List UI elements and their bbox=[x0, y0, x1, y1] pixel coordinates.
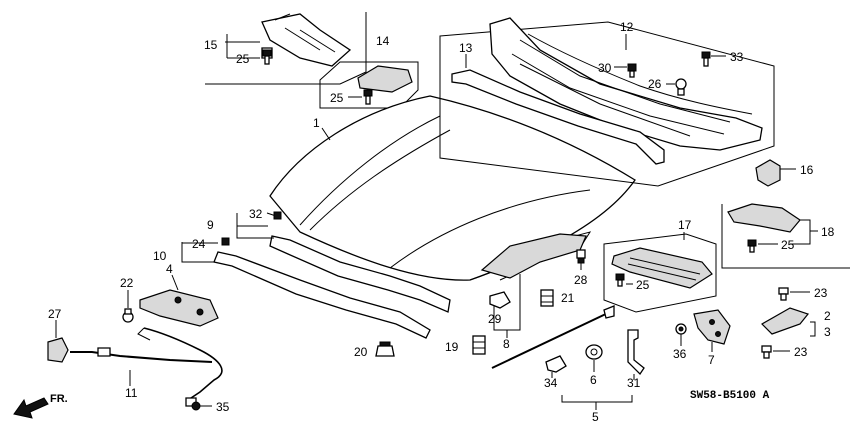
hood-bumper-bracket-14 bbox=[357, 65, 413, 93]
clip-icon bbox=[627, 63, 637, 78]
label-29: 29 bbox=[488, 312, 502, 326]
label-6: 6 bbox=[590, 373, 597, 387]
seal-bracket-18 bbox=[727, 203, 801, 233]
label-18: 18 bbox=[821, 225, 835, 239]
hood-seal-lower-10 bbox=[213, 251, 431, 339]
label-16: 16 bbox=[800, 163, 814, 177]
cowl-top-12 bbox=[489, 17, 763, 151]
label-10: 10 bbox=[153, 249, 167, 263]
group-frame-17 bbox=[603, 233, 717, 313]
label-11: 11 bbox=[125, 386, 138, 400]
hood-seal-bracket-15 bbox=[261, 13, 352, 67]
hood-prop-rod-holder-29 bbox=[489, 291, 511, 309]
hood-insulator-stay-8 bbox=[480, 233, 587, 279]
label-27: 27 bbox=[48, 307, 62, 321]
label-17: 17 bbox=[678, 218, 692, 232]
bumper-19 bbox=[472, 335, 486, 355]
group-frame-12 bbox=[439, 21, 775, 187]
clip-icon bbox=[701, 51, 711, 67]
label-22: 22 bbox=[120, 276, 134, 290]
hood-bumper-20 bbox=[375, 341, 395, 357]
label-3: 3 bbox=[824, 325, 831, 339]
label-23: 23 bbox=[814, 286, 828, 300]
holder-34 bbox=[545, 355, 567, 373]
bumper-21 bbox=[540, 289, 554, 307]
label-32: 32 bbox=[249, 207, 263, 221]
front-direction-arrow-icon bbox=[13, 397, 49, 419]
bolt-icon bbox=[761, 345, 772, 359]
label-1: 1 bbox=[313, 116, 320, 130]
seal-bracket-17 bbox=[611, 247, 713, 289]
bolt-icon bbox=[778, 287, 789, 301]
clip-icon bbox=[221, 211, 282, 246]
group-frame-14 bbox=[319, 61, 419, 109]
label-20: 20 bbox=[354, 345, 368, 359]
bolt-icon bbox=[122, 308, 134, 323]
release-cable-11 bbox=[70, 327, 223, 407]
bracket-2-3 bbox=[810, 321, 816, 337]
nut-36 bbox=[675, 323, 687, 335]
hood-support-rod-5 bbox=[491, 305, 615, 369]
label-7: 7 bbox=[708, 353, 715, 367]
leader-4 bbox=[171, 274, 179, 291]
label-9: 9 bbox=[207, 218, 214, 232]
label-23: 23 bbox=[794, 345, 808, 359]
bracket-16 bbox=[755, 159, 781, 187]
label-8: 8 bbox=[503, 337, 510, 351]
label-34: 34 bbox=[544, 376, 558, 390]
label-36: 36 bbox=[673, 347, 687, 361]
label-21: 21 bbox=[561, 291, 575, 305]
clip-icon bbox=[675, 78, 687, 96]
label-28: 28 bbox=[574, 273, 588, 287]
bracket-10 bbox=[181, 242, 214, 263]
label-4: 4 bbox=[166, 262, 173, 276]
hood-latch-4 bbox=[139, 289, 219, 327]
label-25: 25 bbox=[330, 91, 344, 105]
label-24: 24 bbox=[192, 237, 206, 251]
bracket-18 bbox=[790, 219, 811, 245]
label-5: 5 bbox=[592, 410, 599, 424]
bracket-9 bbox=[236, 213, 274, 239]
label-25: 25 bbox=[636, 278, 650, 292]
group-frame-15 bbox=[205, 12, 367, 85]
bracket-5 bbox=[561, 395, 633, 403]
clip-icon bbox=[262, 49, 272, 65]
label-25: 25 bbox=[781, 238, 795, 252]
label-26: 26 bbox=[648, 77, 662, 91]
clip-icon bbox=[363, 89, 373, 105]
hood-hinge-7 bbox=[693, 309, 731, 345]
label-19: 19 bbox=[445, 340, 459, 354]
clip-icon bbox=[615, 273, 625, 287]
hood-hinge-2-3 bbox=[761, 307, 810, 335]
label-2: 2 bbox=[824, 309, 831, 323]
weatherstrip-13 bbox=[451, 69, 665, 165]
clip-icon bbox=[576, 249, 586, 264]
group-frame-18 bbox=[721, 204, 850, 269]
leader-1 bbox=[321, 127, 331, 141]
hood-seal-upper-9 bbox=[269, 235, 451, 313]
label-30: 30 bbox=[598, 61, 612, 75]
holder-31 bbox=[627, 329, 645, 376]
grommet-6 bbox=[585, 344, 603, 360]
part-labels: 15 25 14 25 1 12 13 30 26 33 16 9 32 24 … bbox=[48, 20, 835, 424]
label-15: 15 bbox=[204, 38, 218, 52]
label-35: 35 bbox=[216, 400, 230, 414]
label-31: 31 bbox=[627, 376, 641, 390]
clip-icon bbox=[747, 239, 757, 253]
label-25: 25 bbox=[236, 52, 250, 66]
label-33: 33 bbox=[730, 50, 744, 64]
direction-label: FR. bbox=[50, 393, 68, 405]
diagram-code: SW58-B5100 A bbox=[690, 390, 770, 402]
clip-icon bbox=[191, 401, 201, 411]
label-12: 12 bbox=[620, 20, 634, 34]
label-14: 14 bbox=[376, 34, 390, 48]
label-13: 13 bbox=[459, 41, 473, 55]
release-handle-27 bbox=[47, 337, 69, 363]
